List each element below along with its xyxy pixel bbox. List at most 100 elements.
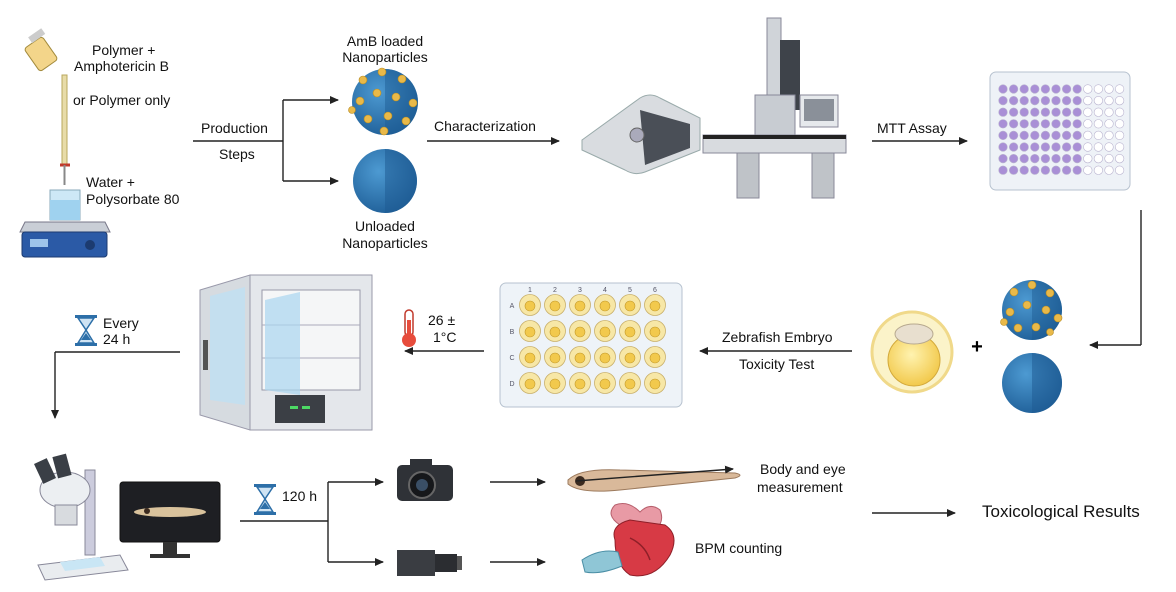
well-C3: [1019, 107, 1029, 117]
every-24h-label: 24 h: [103, 331, 131, 347]
well-A12: [1114, 84, 1125, 94]
well-E10: [1093, 130, 1103, 140]
well-G10: [1093, 154, 1103, 164]
plate24-col-label: 4: [603, 287, 607, 294]
plate24-col-label: 1: [528, 287, 532, 294]
well-D1: [998, 119, 1008, 129]
well-E8: [1072, 130, 1082, 140]
embryo-A5: [624, 300, 636, 312]
hourglass-icon: [75, 315, 97, 346]
well-A9: [1083, 84, 1093, 94]
well-E7: [1061, 130, 1072, 140]
plate24-wells: [519, 294, 666, 394]
plate24-row-label: B: [510, 329, 515, 336]
zebrafish-larva-icon: [567, 465, 741, 492]
well-G5: [1040, 154, 1050, 164]
production-arrows: [193, 96, 339, 185]
well-D5: [1040, 119, 1050, 129]
steps-label: Steps: [219, 146, 255, 162]
well-D9: [1083, 119, 1093, 129]
well-A10: [1093, 84, 1103, 94]
well-D10: [1093, 119, 1103, 129]
plate24-col-label: 5: [628, 287, 632, 294]
embryo-C3: [574, 352, 586, 364]
well-plate-96-icon: [989, 71, 1131, 191]
well-F4: [1030, 142, 1040, 152]
embryo-B1: [524, 326, 536, 338]
well-C9: [1083, 107, 1093, 117]
well-D8: [1072, 119, 1082, 129]
incubator-to-imaging-arrow: [51, 351, 180, 419]
well-E5: [1040, 130, 1050, 140]
synthesis-setup: [19, 28, 111, 258]
burette-icon: [60, 74, 70, 185]
production-label: Production: [201, 120, 268, 136]
hours-120-label: 120 h: [282, 488, 318, 504]
well-G4: [1030, 154, 1040, 164]
embryo-B4: [599, 326, 611, 338]
toxicological-results-label: Toxicological Results: [982, 502, 1140, 521]
well-A4: [1030, 84, 1040, 94]
well-E6: [1051, 130, 1061, 140]
embryo-D5: [624, 378, 636, 390]
plus-sign: +: [971, 336, 983, 358]
well-D11: [1104, 119, 1114, 129]
well-H2: [1008, 165, 1019, 175]
well-E3: [1019, 130, 1029, 140]
well-H9: [1083, 165, 1093, 175]
bpm-label: BPM counting: [695, 540, 783, 556]
well-H5: [1040, 165, 1050, 175]
plate24-col-label: 3: [578, 287, 582, 294]
well-E4: [1030, 130, 1040, 140]
embryo-B6: [649, 326, 661, 338]
polysorbate-label: Polysorbate 80: [86, 191, 180, 207]
well-E12: [1114, 130, 1125, 140]
well-G1: [998, 154, 1008, 164]
well-A3: [1019, 84, 1029, 94]
plate24-row-label: D: [509, 381, 514, 388]
well-H7: [1061, 165, 1072, 175]
well-G9: [1083, 154, 1093, 164]
well-E9: [1083, 130, 1093, 140]
svg-text:+: +: [971, 336, 983, 358]
well-G11: [1104, 154, 1114, 164]
incubator-icon: [199, 274, 373, 431]
well-F10: [1093, 142, 1103, 152]
well-E1: [998, 130, 1008, 140]
plate24-row-label: A: [510, 303, 515, 310]
well-B6: [1051, 95, 1061, 106]
camera-icon: [397, 459, 453, 501]
well-E11: [1104, 130, 1114, 140]
body-eye-label-2: measurement: [757, 479, 843, 495]
well-A8: [1072, 84, 1082, 94]
well-C4: [1030, 107, 1040, 117]
well-C5: [1040, 107, 1050, 117]
temperature-label-1: 26 ±: [428, 312, 456, 328]
well-D12: [1114, 119, 1125, 129]
well-F2: [1008, 142, 1019, 152]
well-C7: [1061, 107, 1072, 117]
temperature-label-2: 1°C: [433, 329, 457, 345]
imaging-branch-arrows: [240, 478, 384, 566]
embryo-B5: [624, 326, 636, 338]
well-H1: [998, 165, 1008, 175]
well-B4: [1030, 95, 1040, 106]
embryo-B2: [549, 326, 561, 338]
zebrafish-heart-icon: [581, 503, 675, 577]
well-B3: [1019, 95, 1029, 106]
well-G6: [1051, 154, 1061, 164]
mtt-label: MTT Assay: [877, 120, 947, 136]
embryo-C2: [549, 352, 561, 364]
well-A1: [998, 84, 1008, 94]
water-label: Water +: [86, 174, 135, 190]
well-C11: [1104, 107, 1114, 117]
well-G12: [1114, 154, 1125, 164]
well-D7: [1061, 119, 1072, 129]
amb-loaded-nanoparticle-icon: [348, 67, 418, 136]
mtt-to-embryo-arrow: [1089, 210, 1142, 349]
well-F1: [998, 142, 1008, 152]
well-F3: [1019, 142, 1029, 152]
well-H6: [1051, 165, 1061, 175]
